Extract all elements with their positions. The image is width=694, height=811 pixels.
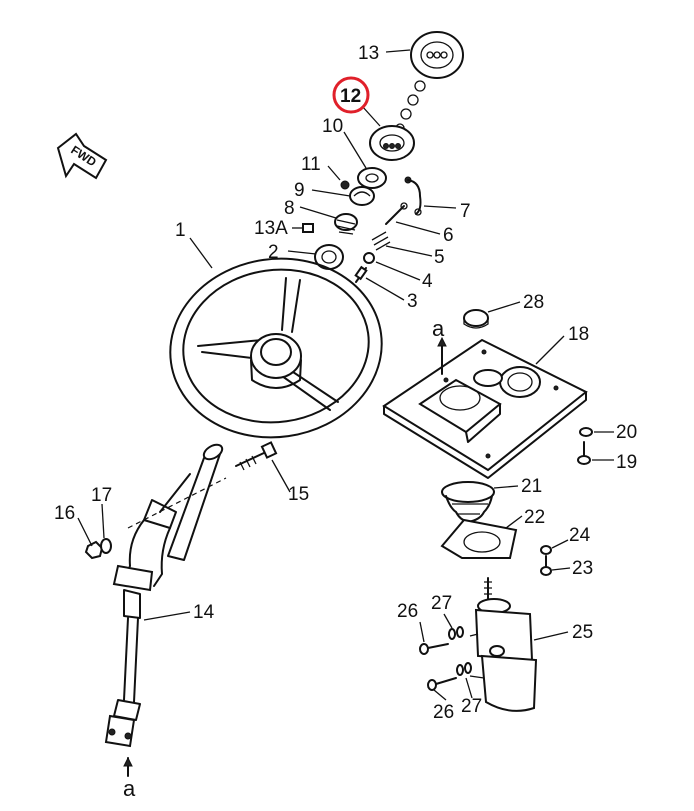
callout-11: 11 xyxy=(301,154,321,175)
nut-part xyxy=(363,252,375,264)
callout-26-lower: 26 xyxy=(433,702,454,723)
nut-16-part xyxy=(84,540,104,560)
callout-13a: 13A xyxy=(254,218,288,239)
callout-10: 10 xyxy=(322,116,343,137)
callout-27-lower: 27 xyxy=(461,696,482,717)
washer-20-part xyxy=(579,427,593,437)
screw-part xyxy=(340,180,350,190)
callout-26-upper: 26 xyxy=(397,601,418,622)
callout-18: 18 xyxy=(568,324,589,345)
spring-seat-part xyxy=(349,186,375,206)
washer-24-part xyxy=(540,545,552,555)
callout-1: 1 xyxy=(175,220,186,241)
terminal-part xyxy=(385,202,408,225)
steering-valve-part xyxy=(469,577,538,712)
bolt-part xyxy=(235,441,278,471)
callout-17: 17 xyxy=(91,485,112,506)
callout-7: 7 xyxy=(460,201,471,222)
highlight-ring xyxy=(332,76,370,114)
callout-2: 2 xyxy=(268,242,279,263)
gasket-part xyxy=(440,518,518,559)
callout-27-upper: 27 xyxy=(431,593,452,614)
centerline xyxy=(127,477,227,529)
horn-wire-part xyxy=(404,176,422,216)
washer-17-part xyxy=(100,538,112,554)
fwd-arrow-icon: FWD xyxy=(56,132,108,180)
callout-15: 15 xyxy=(288,484,309,505)
section-marker-bottom: a xyxy=(123,756,136,801)
horn-cap-part xyxy=(410,31,464,79)
callout-24: 24 xyxy=(569,525,591,546)
steering-column-part xyxy=(104,443,224,748)
callout-19: 19 xyxy=(616,452,637,473)
bolt-26-lower-part xyxy=(427,677,457,691)
washer-27-lower-part xyxy=(456,662,472,676)
callout-12: 12 xyxy=(340,86,361,107)
callout-3: 3 xyxy=(407,291,418,312)
rubber-boot-part xyxy=(441,481,495,523)
bolt-19-part xyxy=(577,441,591,465)
floor-plate-part xyxy=(382,338,588,479)
section-a-bottom-label: a xyxy=(123,776,136,801)
section-marker-top: a xyxy=(432,316,447,375)
callout-20: 20 xyxy=(616,422,637,443)
bolt-26-upper-part xyxy=(419,643,449,655)
steering-wheel-part xyxy=(169,257,383,439)
stud-part xyxy=(354,265,368,283)
callout-labels: 13 12 10 11 9 8 13A 2 1 7 6 5 4 3 28 18 … xyxy=(54,43,637,723)
callout-8: 8 xyxy=(284,198,295,219)
plug-cap-part xyxy=(463,309,489,329)
spring-part xyxy=(334,213,358,235)
leader-lines xyxy=(77,49,614,701)
callout-5: 5 xyxy=(434,247,445,268)
callout-13: 13 xyxy=(358,43,379,64)
callout-21: 21 xyxy=(521,476,542,497)
callout-16: 16 xyxy=(54,503,75,524)
horn-button-part xyxy=(369,125,415,161)
section-a-top-label: a xyxy=(432,316,445,341)
tab-part xyxy=(302,223,314,233)
callout-23: 23 xyxy=(572,558,593,579)
callout-14: 14 xyxy=(193,602,215,623)
washer-27-upper-part xyxy=(448,626,464,640)
callout-22: 22 xyxy=(524,507,545,528)
bolt-23-part xyxy=(540,555,552,576)
contact-plate-part xyxy=(357,167,387,189)
callout-28: 28 xyxy=(523,292,544,313)
callout-9: 9 xyxy=(294,180,305,201)
callout-6: 6 xyxy=(443,225,454,246)
callout-25: 25 xyxy=(572,622,593,643)
callout-4: 4 xyxy=(422,271,433,292)
ring-stack-part xyxy=(395,80,426,133)
small-spring-part xyxy=(371,231,391,251)
